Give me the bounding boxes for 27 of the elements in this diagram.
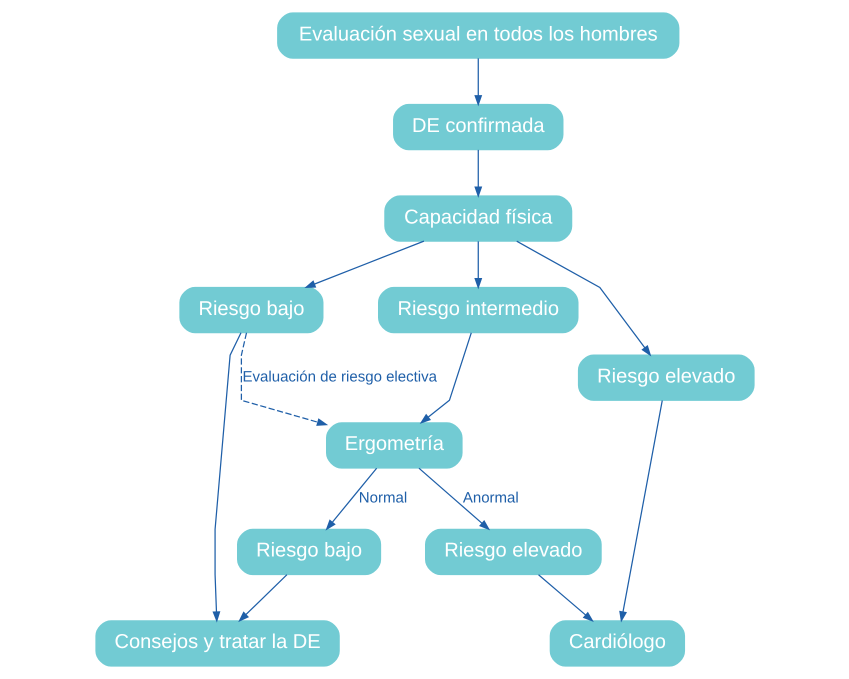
arrow [240,332,328,426]
arrow [304,240,424,288]
edge-label: Evaluación de riesgo electiva [242,368,437,386]
arrow [474,150,482,198]
arrow [474,58,482,106]
node-box: Riesgo elevado [577,354,754,401]
node-box: Capacidad física [384,195,572,242]
arrow [516,240,651,356]
node-box: Riesgo bajo [236,528,381,576]
node-box: DE confirmada [392,104,563,150]
node-box: Riesgo elevado [424,528,602,576]
arrow [618,400,662,623]
arrow [474,241,482,290]
node-box: Ergometría [325,422,462,469]
arrow [419,332,472,424]
arrow [538,574,594,622]
edge-label: Normal [358,490,407,507]
arrow [238,574,287,622]
node-box: Consejos y tratar la DE [94,620,340,667]
arrow [418,468,490,530]
edge-label: Anormal [462,490,518,507]
arrow [325,468,377,531]
arrow [212,332,242,623]
node-box: Riesgo intermedio [378,286,578,334]
node-box: Evaluación sexual en todos los hombres [276,12,679,59]
node-box: Cardiólogo [549,620,685,667]
node-box: Riesgo bajo [178,286,323,334]
